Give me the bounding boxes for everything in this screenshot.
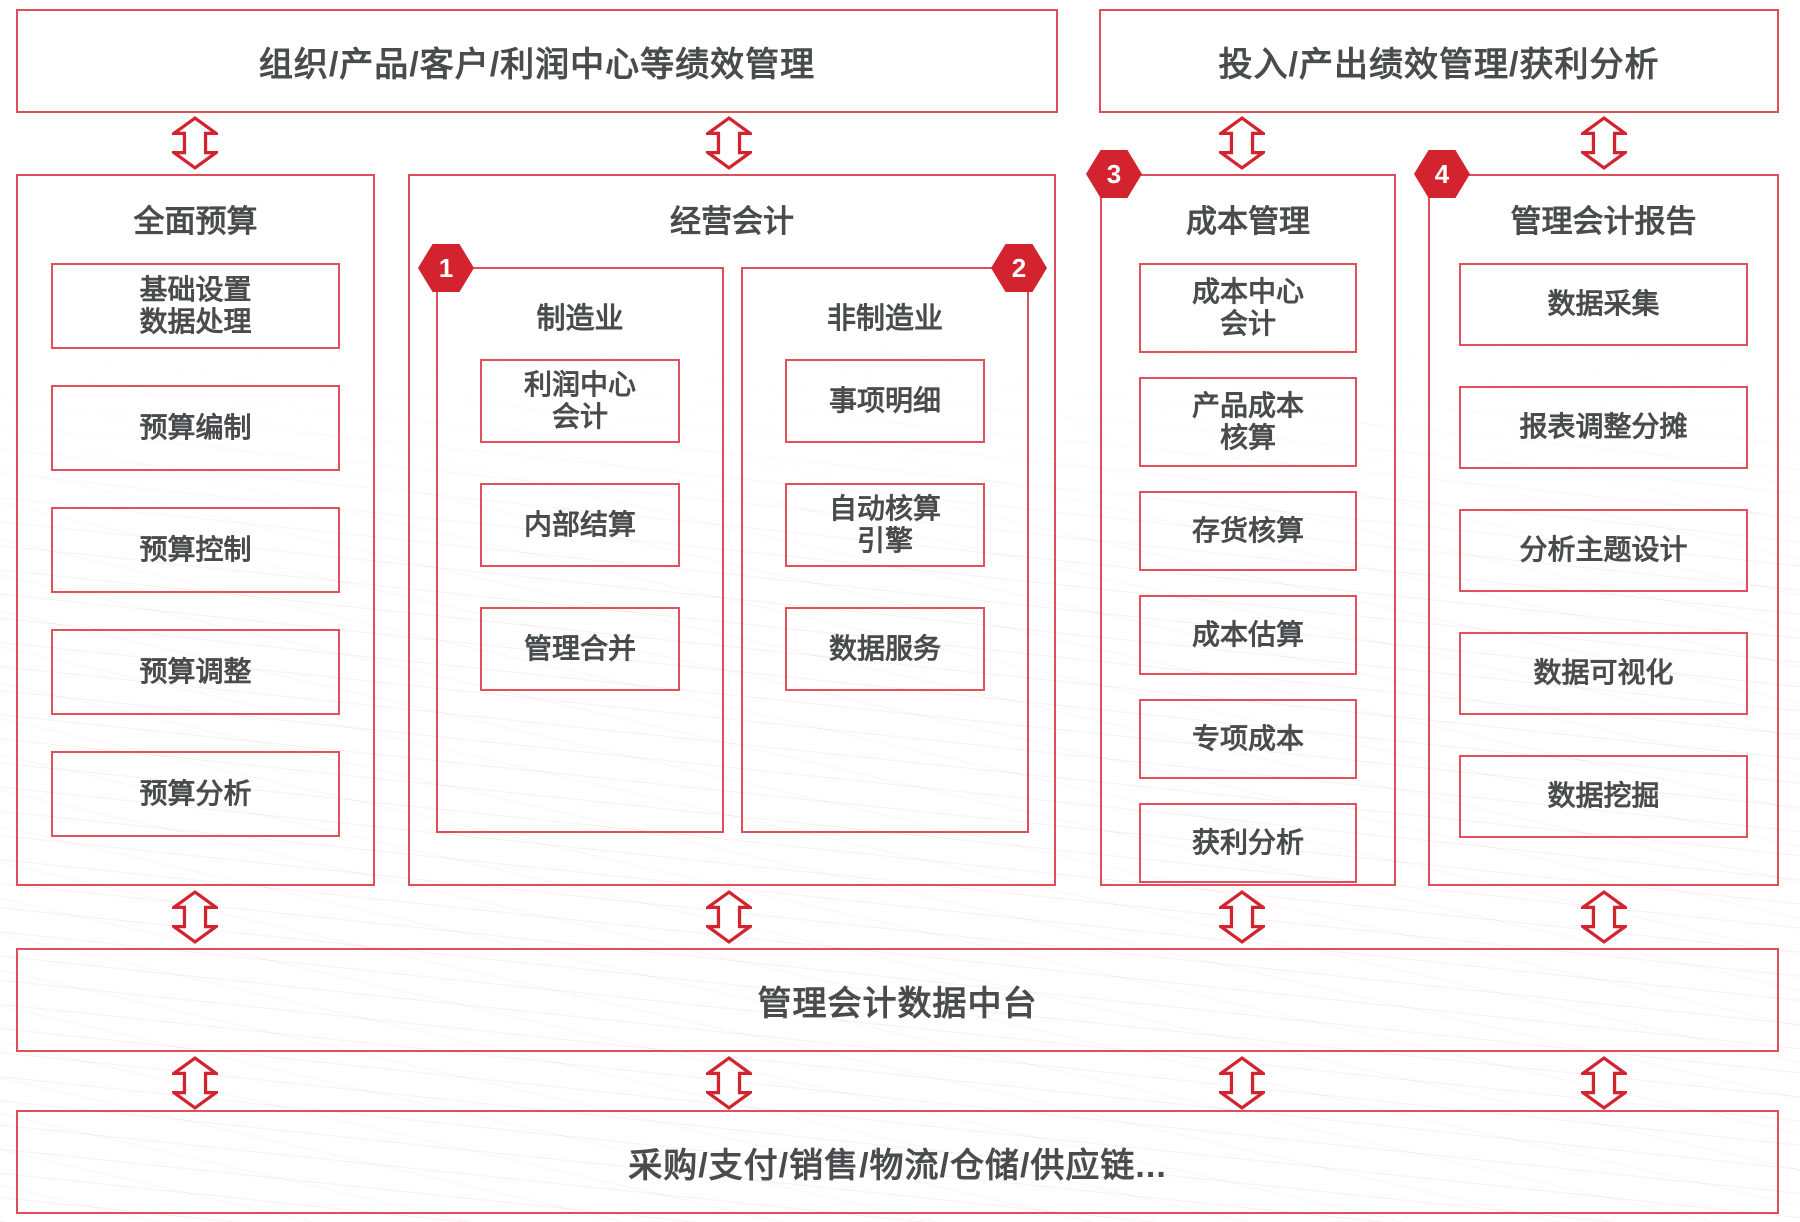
- item-special-cost: 专项成本: [1139, 699, 1357, 779]
- header-performance-management: 组织/产品/客户/利润中心等绩效管理: [16, 9, 1058, 113]
- item-report-adjustment-allocation: 报表调整分摊: [1459, 386, 1748, 469]
- bottom-supply-chain-bar: 采购/支付/销售/物流/仓储/供应链...: [16, 1110, 1779, 1214]
- item-profit-analysis: 获利分析: [1139, 803, 1357, 883]
- subcolumn-items: 利润中心 会计 内部结算 管理合并: [438, 337, 722, 691]
- middle-data-platform-label: 管理会计数据中台: [757, 984, 1038, 1023]
- double-arrow-icon: [1581, 890, 1627, 944]
- subcolumn-manufacturing: 1 制造业 利润中心 会计 内部结算 管理合并: [418, 244, 724, 833]
- column-items: 成本中心 会计 产品成本 核算 存货核算 成本估算 专项成本 获利分析: [1102, 241, 1394, 883]
- subcolumn-items: 事项明细 自动核算 引擎 数据服务: [743, 337, 1027, 691]
- column-items: 数据采集 报表调整分摊 分析主题设计 数据可视化 数据挖掘: [1430, 241, 1777, 838]
- item-data-services: 数据服务: [785, 607, 985, 691]
- column-operating-accounting: 经营会计 1 制造业 利润中心 会计 内部结算 管理合并 2 非制造业 事项明细…: [408, 174, 1056, 886]
- bottom-supply-chain-label: 采购/支付/销售/物流/仓储/供应链...: [628, 1146, 1167, 1185]
- item-cost-estimation: 成本估算: [1139, 595, 1357, 675]
- middle-data-platform-bar: 管理会计数据中台: [16, 948, 1779, 1052]
- item-data-mining: 数据挖掘: [1459, 755, 1748, 838]
- double-arrow-icon: [1581, 116, 1627, 170]
- item-management-consolidation: 管理合并: [480, 607, 680, 691]
- subcolumn-title: 制造业: [536, 303, 624, 335]
- double-arrow-icon: [706, 890, 752, 944]
- item-basic-setup-data-processing: 基础设置 数据处理: [51, 263, 340, 349]
- double-arrow-icon: [1219, 116, 1265, 170]
- item-internal-settlement: 内部结算: [480, 483, 680, 567]
- operating-accounting-subcolumns: 1 制造业 利润中心 会计 内部结算 管理合并 2 非制造业 事项明细 自动核算…: [410, 241, 1054, 833]
- header-performance-management-label: 组织/产品/客户/利润中心等绩效管理: [258, 45, 816, 84]
- double-arrow-icon: [1581, 1056, 1627, 1110]
- column-comprehensive-budget: 全面预算 基础设置 数据处理 预算编制 预算控制 预算调整 预算分析: [16, 174, 375, 886]
- double-arrow-icon: [172, 116, 218, 170]
- header-input-output-analysis: 投入/产出绩效管理/获利分析: [1099, 9, 1779, 113]
- item-budget-analysis: 预算分析: [51, 751, 340, 837]
- column-management-accounting-report: 4 管理会计报告 数据采集 报表调整分摊 分析主题设计 数据可视化 数据挖掘: [1414, 150, 1779, 886]
- item-budget-preparation: 预算编制: [51, 385, 340, 471]
- double-arrow-icon: [1219, 1056, 1265, 1110]
- item-inventory-accounting: 存货核算: [1139, 491, 1357, 571]
- item-budget-adjustment: 预算调整: [51, 629, 340, 715]
- double-arrow-icon: [706, 116, 752, 170]
- item-auto-accounting-engine: 自动核算 引擎: [785, 483, 985, 567]
- item-event-details: 事项明细: [785, 359, 985, 443]
- item-profit-center-accounting: 利润中心 会计: [480, 359, 680, 443]
- subcolumn-title: 非制造业: [826, 303, 943, 335]
- double-arrow-icon: [172, 1056, 218, 1110]
- double-arrow-icon: [1219, 890, 1265, 944]
- item-budget-control: 预算控制: [51, 507, 340, 593]
- column-items: 基础设置 数据处理 预算编制 预算控制 预算调整 预算分析: [18, 241, 373, 837]
- column-cost-management: 3 成本管理 成本中心 会计 产品成本 核算 存货核算 成本估算 专项成本 获利…: [1086, 150, 1396, 886]
- column-title: 成本管理: [1186, 204, 1310, 239]
- double-arrow-icon: [172, 890, 218, 944]
- column-title: 管理会计报告: [1510, 204, 1697, 239]
- item-data-collection: 数据采集: [1459, 263, 1748, 346]
- subcolumn-non-manufacturing: 2 非制造业 事项明细 自动核算 引擎 数据服务: [741, 244, 1047, 833]
- column-title: 全面预算: [133, 204, 258, 239]
- header-input-output-analysis-label: 投入/产出绩效管理/获利分析: [1218, 45, 1660, 84]
- item-product-costing: 产品成本 核算: [1139, 377, 1357, 467]
- double-arrow-icon: [706, 1056, 752, 1110]
- item-analysis-theme-design: 分析主题设计: [1459, 509, 1748, 592]
- item-cost-center-accounting: 成本中心 会计: [1139, 263, 1357, 353]
- column-title: 经营会计: [670, 204, 794, 239]
- item-data-visualization: 数据可视化: [1459, 632, 1748, 715]
